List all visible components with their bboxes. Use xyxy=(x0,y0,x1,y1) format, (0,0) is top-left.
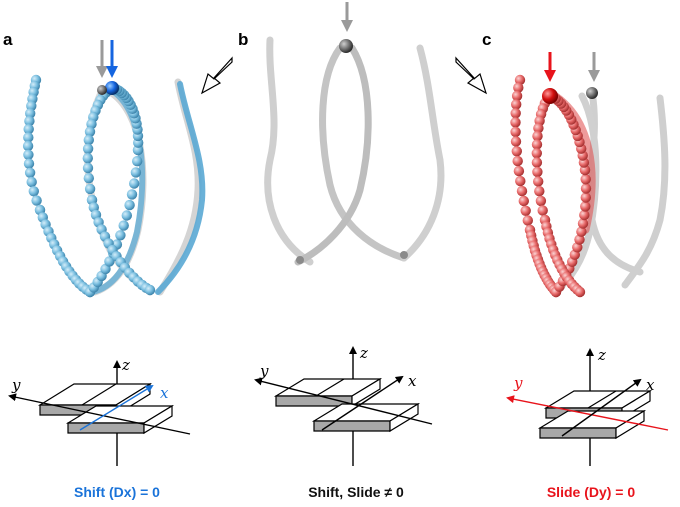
bead xyxy=(24,167,36,178)
bead xyxy=(23,149,34,160)
bead xyxy=(26,176,37,188)
bead xyxy=(132,156,143,167)
y-axis-label: y xyxy=(513,374,523,392)
bead xyxy=(23,132,34,143)
bead xyxy=(531,148,542,159)
bead xyxy=(22,140,34,152)
z-axis-label: z xyxy=(121,356,130,374)
bead xyxy=(516,185,528,197)
bead xyxy=(25,108,36,119)
bead xyxy=(82,153,94,164)
bead xyxy=(531,139,543,150)
bead xyxy=(130,167,142,178)
bead xyxy=(24,115,35,127)
y-axis-label: y xyxy=(11,376,21,394)
x-axis-label: x xyxy=(646,376,655,394)
bead xyxy=(580,192,591,203)
bead xyxy=(577,218,589,229)
bead xyxy=(86,118,97,130)
bead xyxy=(118,220,129,231)
bead xyxy=(574,234,585,245)
down-arrow-icon xyxy=(106,40,118,78)
bead xyxy=(535,195,547,207)
bead xyxy=(84,183,96,195)
bead xyxy=(511,146,522,157)
bead xyxy=(84,126,96,137)
bead xyxy=(579,209,590,221)
bead xyxy=(510,117,521,128)
bead xyxy=(511,90,523,102)
panel-label-c: c xyxy=(482,30,492,49)
bead xyxy=(83,134,95,146)
down-arrow-icon xyxy=(588,52,600,82)
down-arrow-icon xyxy=(341,2,353,32)
bead xyxy=(515,175,526,187)
hollow-arrow-icon xyxy=(200,56,233,95)
bead xyxy=(520,205,531,216)
bead xyxy=(511,99,522,110)
x-axis-label: x xyxy=(160,384,169,402)
y-axis-label: y xyxy=(259,362,269,380)
bead xyxy=(510,108,521,119)
bead xyxy=(580,183,592,194)
bead xyxy=(533,176,544,187)
panel-a-structure xyxy=(22,74,206,298)
panel-c-schematic xyxy=(506,348,669,466)
bead xyxy=(574,286,586,298)
caption-c: Slide (Dy) = 0 xyxy=(546,484,636,500)
bead xyxy=(533,123,544,134)
panel-label-a: a xyxy=(3,30,13,49)
z-axis-label: z xyxy=(359,344,368,362)
hollow-arrow-icon xyxy=(455,56,488,95)
bead xyxy=(132,144,144,156)
bead xyxy=(115,230,126,241)
bead xyxy=(580,174,591,185)
down-arrow-icon xyxy=(96,40,108,78)
panel-a-schematic xyxy=(8,360,191,466)
bead xyxy=(576,226,587,237)
bead xyxy=(23,158,35,169)
bead xyxy=(518,195,529,207)
bead xyxy=(82,162,94,174)
bead xyxy=(126,189,138,200)
bead xyxy=(124,199,135,211)
bead xyxy=(129,178,140,189)
x-axis-label: x xyxy=(408,372,417,390)
bead xyxy=(31,195,42,206)
bead xyxy=(534,186,545,197)
caption-a: Shift (Dx) = 0 xyxy=(74,484,160,500)
bead xyxy=(512,155,523,167)
bead xyxy=(513,165,525,177)
down-arrow-icon xyxy=(544,52,556,82)
bead xyxy=(121,210,132,221)
bead xyxy=(531,157,543,168)
bead xyxy=(144,284,156,296)
bead xyxy=(510,126,521,138)
panel-c-structure xyxy=(510,74,669,298)
panel-b-schematic xyxy=(254,346,433,466)
bead xyxy=(82,143,94,154)
bead xyxy=(580,201,591,212)
bead xyxy=(532,166,543,178)
caption-b: Shift, Slide ≠ 0 xyxy=(308,484,404,500)
panel-b-structure xyxy=(264,36,445,266)
panel-label-b: b xyxy=(238,30,249,49)
bead xyxy=(23,124,34,135)
bead xyxy=(537,205,548,216)
bead xyxy=(28,186,39,197)
bead xyxy=(532,130,543,142)
bead xyxy=(513,82,524,93)
z-axis-label: z xyxy=(597,346,606,364)
bead xyxy=(522,215,533,226)
bead xyxy=(510,136,522,147)
bead xyxy=(83,173,95,184)
